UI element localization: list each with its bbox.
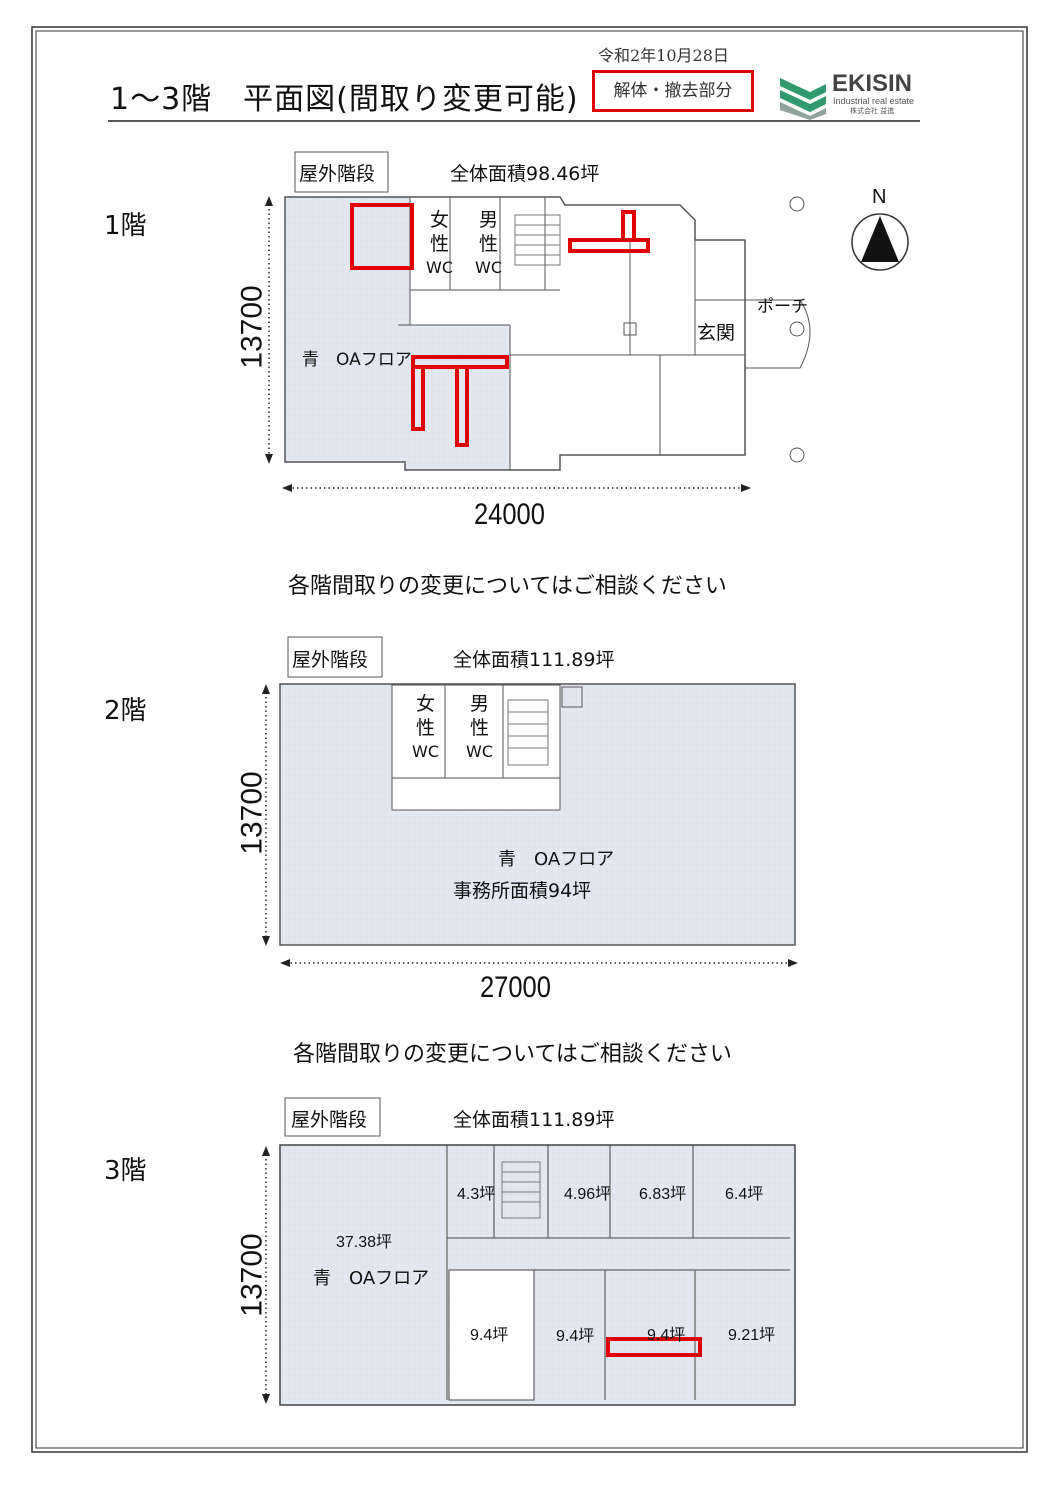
logo-icon bbox=[780, 78, 826, 120]
logo-company: 株式会社 益進 bbox=[850, 107, 895, 115]
north-arrow-icon bbox=[851, 213, 909, 271]
floor3-room-area: 9.21坪 bbox=[728, 1327, 776, 1344]
floor3-oa-floor: 青 OAフロア bbox=[313, 1268, 430, 1289]
floor3-total-area: 全体面積111.89坪 bbox=[453, 1109, 615, 1131]
floor1-width-dim: 24000 bbox=[474, 498, 545, 531]
floor1-dimensions bbox=[268, 200, 745, 489]
floor3-plan bbox=[279, 1097, 796, 1406]
floor3-demolition-mark bbox=[606, 1337, 702, 1357]
demolition-legend: 解体・撤去部分 bbox=[592, 70, 754, 112]
floor3-depth-dim: 13700 bbox=[235, 1233, 269, 1317]
floor1-depth-dim: 13700 bbox=[235, 285, 269, 369]
floor1-oa-floor: 青 OAフロア bbox=[302, 350, 412, 370]
floor3-room-area: 9.4坪 bbox=[556, 1328, 595, 1345]
date: 令和2年10月28日 bbox=[598, 46, 729, 65]
floor1-plan bbox=[284, 151, 811, 471]
floor3-label: 3階 bbox=[104, 1156, 147, 1186]
floor2-note: 各階間取りの変更についてはご相談ください bbox=[293, 1042, 732, 1067]
floor2-outdoor-stairs: 屋外階段 bbox=[292, 649, 369, 671]
floor3-room-area: 9.4坪 bbox=[470, 1327, 509, 1344]
floor2-label: 2階 bbox=[104, 696, 147, 726]
floor3-room-large-area: 37.38坪 bbox=[336, 1234, 393, 1251]
floor1-total-area: 全体面積98.46坪 bbox=[450, 163, 600, 185]
floor2-office-area: 事務所面積94坪 bbox=[453, 880, 592, 902]
north-label: N bbox=[872, 186, 887, 208]
floor3-outdoor-stairs: 屋外階段 bbox=[291, 1109, 368, 1131]
floor1-demolition-marks bbox=[350, 203, 650, 447]
floor2-total-area: 全体面積111.89坪 bbox=[453, 649, 615, 671]
floor2-width-dim: 27000 bbox=[480, 971, 551, 1004]
floor3-room-area: 6.4坪 bbox=[725, 1186, 764, 1203]
floor1-label: 1階 bbox=[104, 211, 147, 241]
floor1-note: 各階間取りの変更についてはご相談ください bbox=[288, 574, 727, 599]
floor3-room-area: 6.83坪 bbox=[639, 1186, 687, 1203]
page-title: 1〜3階 平面図(間取り変更可能) bbox=[110, 82, 579, 117]
page-border bbox=[31, 26, 1028, 1453]
floor3-room-area: 9.4坪 bbox=[647, 1327, 686, 1344]
floor3-room-area: 4.3坪 bbox=[457, 1186, 496, 1203]
floor1-outdoor-stairs: 屋外階段 bbox=[299, 163, 376, 185]
column-circles bbox=[789, 196, 805, 463]
floor3-room-area: 4.96坪 bbox=[564, 1186, 612, 1203]
floor2-plan bbox=[279, 636, 796, 946]
logo-tagline: Industrial real estate bbox=[833, 96, 915, 106]
floor1-entrance: 玄関 bbox=[697, 322, 736, 344]
floor2-depth-dim: 13700 bbox=[235, 771, 269, 855]
floor1-porch: ポーチ bbox=[757, 297, 808, 317]
logo-name: EKISIN bbox=[832, 70, 913, 97]
floor2-oa-floor: 青 OAフロア bbox=[498, 849, 615, 870]
